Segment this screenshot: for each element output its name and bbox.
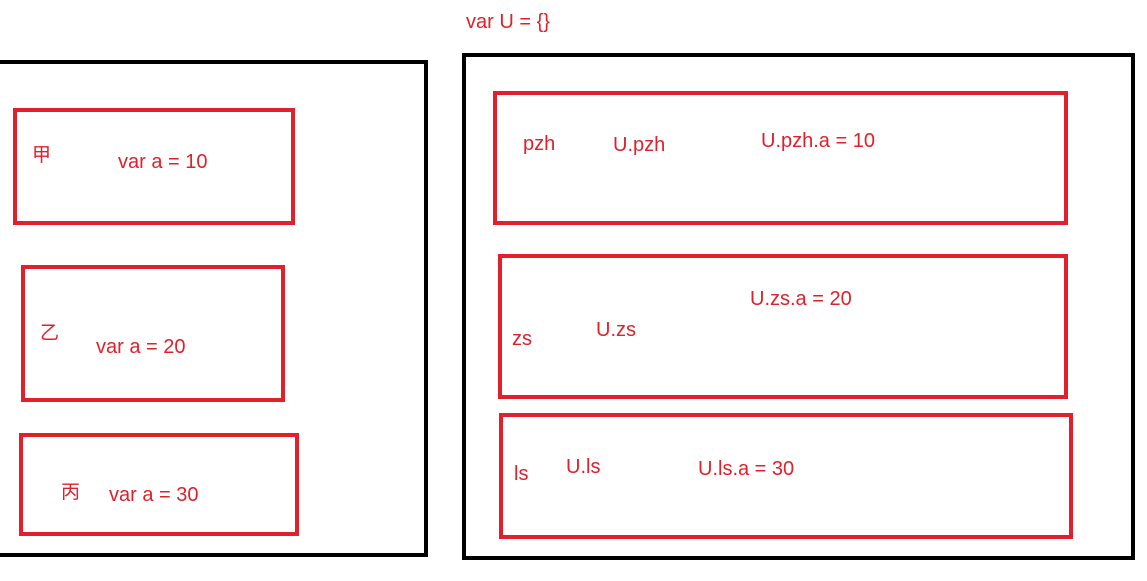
right-box-ls-name: ls bbox=[514, 463, 529, 485]
right-box-zs-name: zs bbox=[512, 328, 532, 350]
left-box-bing-name: 丙 bbox=[61, 481, 81, 503]
right-box-zs-code: U.zs.a = 20 bbox=[750, 288, 852, 310]
right-box-pzh-namespace: U.pzh bbox=[613, 134, 666, 156]
left-panel-frame bbox=[0, 60, 428, 557]
right-box-pzh-name: pzh bbox=[523, 133, 556, 155]
left-box-yi-code: var a = 20 bbox=[96, 336, 186, 358]
global-namespace-declaration: var U = {} bbox=[466, 11, 550, 33]
left-box-jia-code: var a = 10 bbox=[118, 151, 208, 173]
left-box-bing bbox=[19, 433, 299, 536]
right-box-zs-namespace: U.zs bbox=[596, 319, 636, 341]
right-box-ls-namespace: U.ls bbox=[566, 456, 601, 478]
left-box-jia-name: 甲 bbox=[32, 144, 52, 166]
right-box-pzh-code: U.pzh.a = 10 bbox=[761, 130, 875, 152]
right-box-ls-code: U.ls.a = 30 bbox=[698, 458, 795, 480]
right-box-pzh bbox=[493, 91, 1068, 225]
right-box-ls bbox=[499, 413, 1073, 539]
left-box-bing-code: var a = 30 bbox=[109, 484, 199, 506]
left-box-jia bbox=[13, 108, 295, 225]
right-panel-frame bbox=[462, 53, 1135, 560]
right-box-zs bbox=[498, 254, 1068, 399]
left-box-yi-name: 乙 bbox=[40, 322, 60, 344]
left-box-yi bbox=[21, 265, 285, 402]
